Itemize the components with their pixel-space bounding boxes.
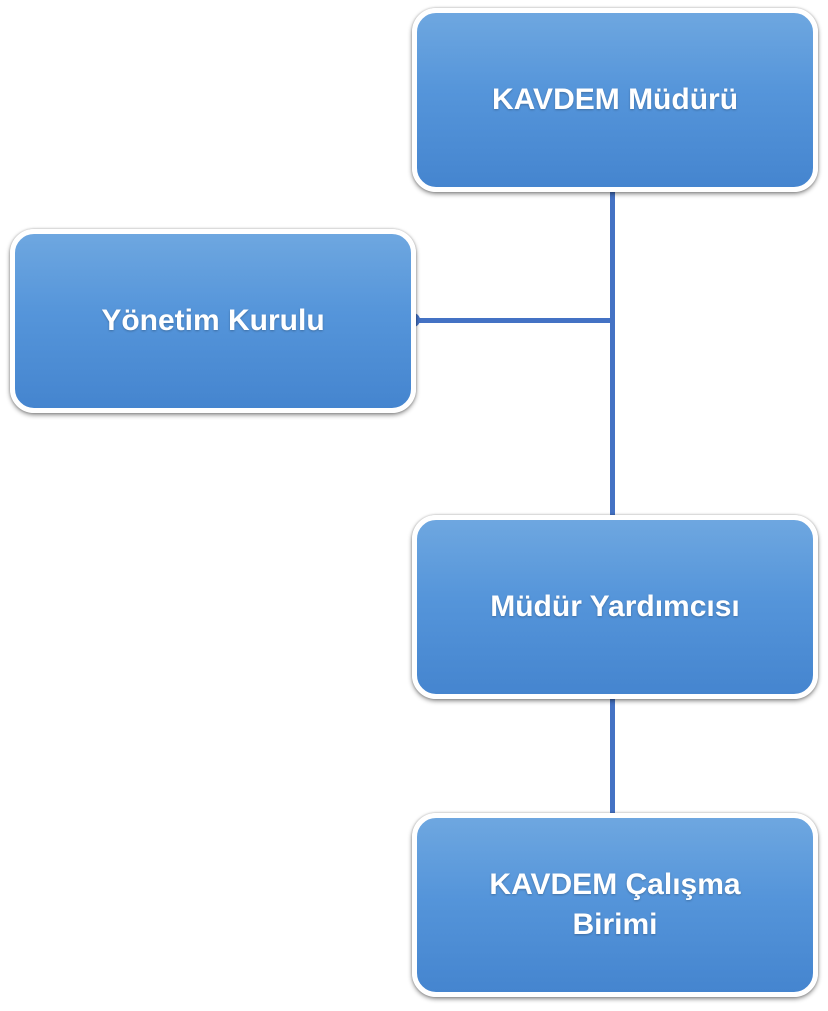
node-label: KAVDEM Çalışma Birimi xyxy=(489,867,741,942)
node-label: Müdür Yardımcısı xyxy=(490,589,740,623)
node-label: Yönetim Kurulu xyxy=(101,303,325,337)
connector-director-to-board xyxy=(414,318,612,323)
node-kavdem-work-unit: KAVDEM Çalışma Birimi xyxy=(412,813,818,997)
node-label: KAVDEM Müdürü xyxy=(491,82,739,116)
node-board-of-directors: Yönetim Kurulu xyxy=(10,229,416,413)
node-deputy-director: Müdür Yardımcısı xyxy=(412,515,818,699)
connector-deputy-to-unit xyxy=(610,697,615,816)
node-kavdem-director: KAVDEM Müdürü xyxy=(412,8,818,192)
connector-director-to-deputy xyxy=(610,190,615,518)
